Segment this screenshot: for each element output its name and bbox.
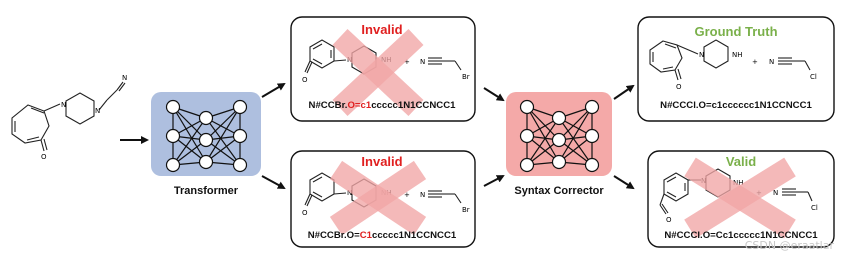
top-atom-o: O: [302, 76, 308, 84]
gt-atom-n1: N: [699, 51, 704, 59]
gt-atom-o: O: [676, 83, 682, 91]
input-atom-n2: N: [95, 107, 100, 115]
gt-atom-nh: NH: [732, 51, 743, 59]
bottom-invalid-cross: [329, 160, 427, 236]
valid-header: Valid: [726, 154, 756, 169]
ground-truth-molecule: [649, 39, 811, 81]
ground-truth-smiles: N#CCCl.O=c1cccccc1N1CCNCC1: [660, 100, 812, 111]
bottom-invalid-header: Invalid: [361, 154, 402, 169]
ground-truth-box: [637, 16, 835, 122]
arrow-corrector-to-valid: [613, 175, 635, 190]
gt-plus: +: [752, 58, 758, 66]
arrow-bottom-to-corrector: [483, 175, 505, 187]
top-invalid-smiles: N#CCBr.O=c1ccccc1N1CCNCC1: [309, 100, 457, 111]
bottom-plus: +: [404, 191, 410, 199]
ground-truth-header: Ground Truth: [694, 24, 777, 39]
bottom-invalid-smiles: N#CCBr.O=C1ccccc1N1CCNCC1: [308, 230, 457, 241]
valid-atom-n-nitrile: N: [773, 189, 778, 197]
bottom-atom-n1: N: [347, 189, 352, 197]
input-atom-n1: N: [61, 101, 66, 109]
arrow-transformer-to-bottom: [261, 175, 286, 189]
top-atom-br: Br: [462, 73, 470, 81]
bottom-atom-n-nitrile: N: [420, 191, 425, 199]
top-invalid-cross: [332, 28, 424, 117]
top-invalid-header: Invalid: [361, 22, 402, 37]
input-atom-n3: N: [122, 74, 127, 82]
gt-atom-cl: Cl: [810, 73, 817, 81]
syntax-corrector-label: Syntax Corrector: [514, 185, 604, 197]
watermark: CSDN @eraatlar: [745, 239, 835, 252]
valid-atom-cl: Cl: [811, 204, 818, 212]
top-plus: +: [404, 58, 410, 66]
bottom-atom-o: O: [302, 209, 308, 217]
arrow-corrector-to-ground-truth: [613, 84, 635, 100]
transformer-label: Transformer: [174, 185, 239, 197]
valid-smiles: N#CCCl.O=Cc1ccccc1N1CCNCC1: [664, 230, 818, 241]
top-atom-n-nitrile: N: [420, 58, 425, 66]
valid-molecule: [659, 168, 813, 215]
valid-cross: [684, 157, 796, 239]
input-atom-o: O: [41, 153, 47, 161]
valid-atom-o: O: [666, 216, 672, 224]
gt-atom-n-nitrile: N: [769, 58, 774, 66]
bottom-atom-br: Br: [462, 206, 470, 214]
arrow-top-to-corrector: [483, 87, 505, 102]
valid-atom-nh: NH: [733, 179, 744, 187]
input-molecule: [11, 81, 126, 152]
arrow-transformer-to-top: [261, 82, 286, 98]
